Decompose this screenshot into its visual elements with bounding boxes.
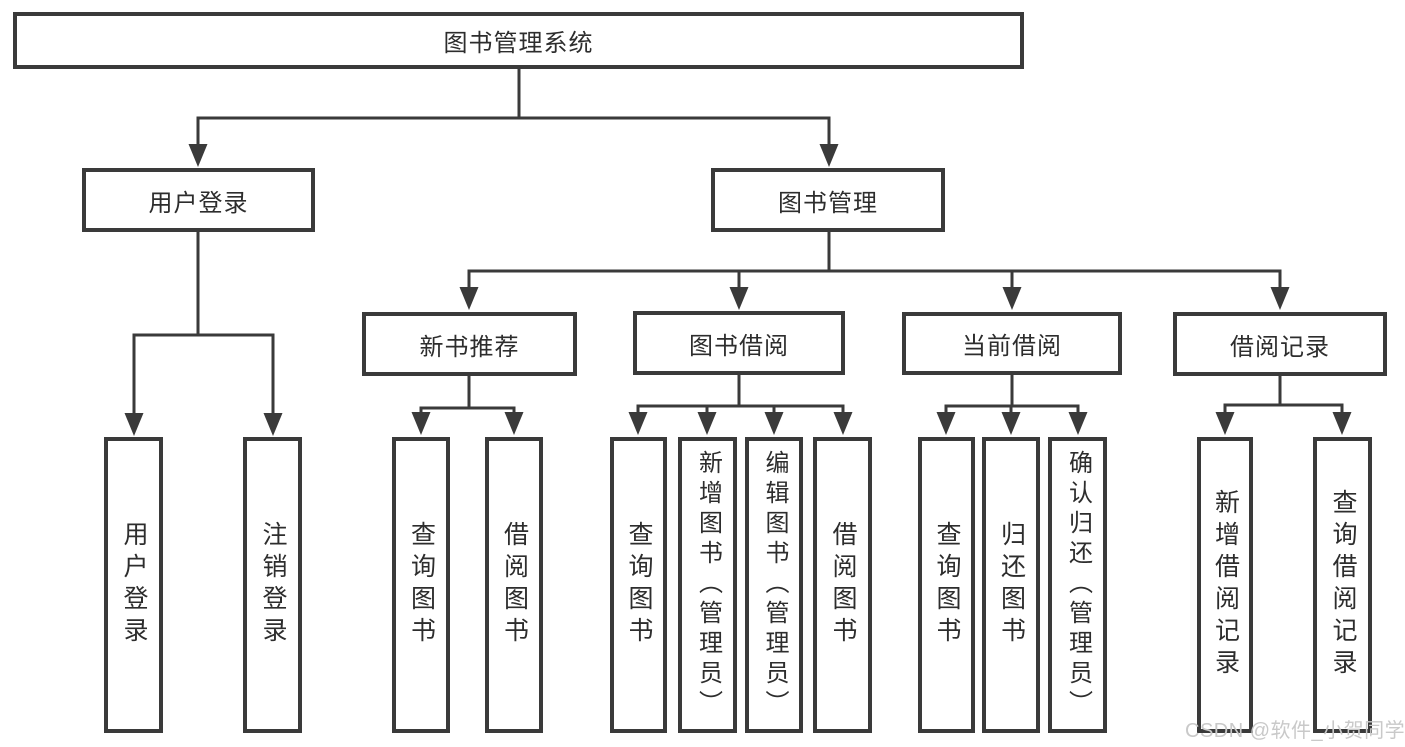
arrowheads	[124, 144, 1352, 436]
node-label: 借阅图书	[500, 521, 529, 649]
node-label: 新增图书（管理员）	[694, 450, 722, 720]
node-label: 用户登录	[120, 521, 148, 649]
node-label: 查询借阅记录	[1329, 489, 1357, 681]
csdn-watermark: CSDN @软件_小贺同学	[1185, 720, 1405, 742]
node-library-management-system: 图书管理系统	[13, 12, 1024, 69]
node-label: 图书借阅	[689, 332, 789, 360]
node-leaf-logout: 注销登录	[243, 437, 302, 733]
node-label: 归还图书	[997, 521, 1026, 649]
node-leaf-query-books-current: 查询图书	[918, 437, 975, 733]
node-user-login: 用户登录	[82, 168, 315, 232]
node-label: 新书推荐	[419, 333, 520, 361]
node-label: 图书管理系统	[443, 30, 594, 57]
node-leaf-query-books-borrowing: 查询图书	[610, 437, 667, 733]
node-book-borrowing: 图书借阅	[633, 311, 845, 375]
node-label: 图书管理	[778, 189, 878, 217]
node-label: 查询图书	[407, 521, 436, 649]
node-label: 借阅记录	[1230, 333, 1330, 361]
node-label: 新增借阅记录	[1211, 489, 1240, 681]
node-leaf-add-borrow-record: 新增借阅记录	[1197, 437, 1253, 733]
node-leaf-query-borrow-record: 查询借阅记录	[1313, 437, 1372, 733]
node-leaf-user-login: 用户登录	[104, 437, 163, 733]
node-leaf-borrow-books-recommend: 借阅图书	[485, 437, 543, 733]
node-leaf-edit-book-admin: 编辑图书（管理员）	[745, 437, 803, 733]
node-label: 借阅图书	[829, 521, 857, 649]
node-label: 确认归还（管理员）	[1064, 450, 1092, 720]
node-new-book-recommend: 新书推荐	[362, 312, 577, 376]
node-leaf-query-books-recommend: 查询图书	[392, 437, 450, 733]
node-label: 当前借阅	[962, 333, 1062, 360]
node-leaf-confirm-return-admin: 确认归还（管理员）	[1048, 437, 1107, 733]
node-label: 注销登录	[259, 521, 287, 649]
node-leaf-borrow-books: 借阅图书	[813, 437, 872, 733]
node-label: 编辑图书（管理员）	[761, 450, 788, 720]
node-borrowing-records: 借阅记录	[1173, 312, 1387, 376]
node-leaf-return-books: 归还图书	[982, 437, 1040, 733]
node-label: 查询图书	[625, 521, 653, 649]
node-leaf-add-book-admin: 新增图书（管理员）	[678, 437, 737, 733]
node-book-management: 图书管理	[711, 168, 945, 232]
node-current-borrowing: 当前借阅	[902, 312, 1122, 375]
node-label: 用户登录	[148, 189, 249, 217]
node-label: 查询图书	[933, 521, 961, 649]
